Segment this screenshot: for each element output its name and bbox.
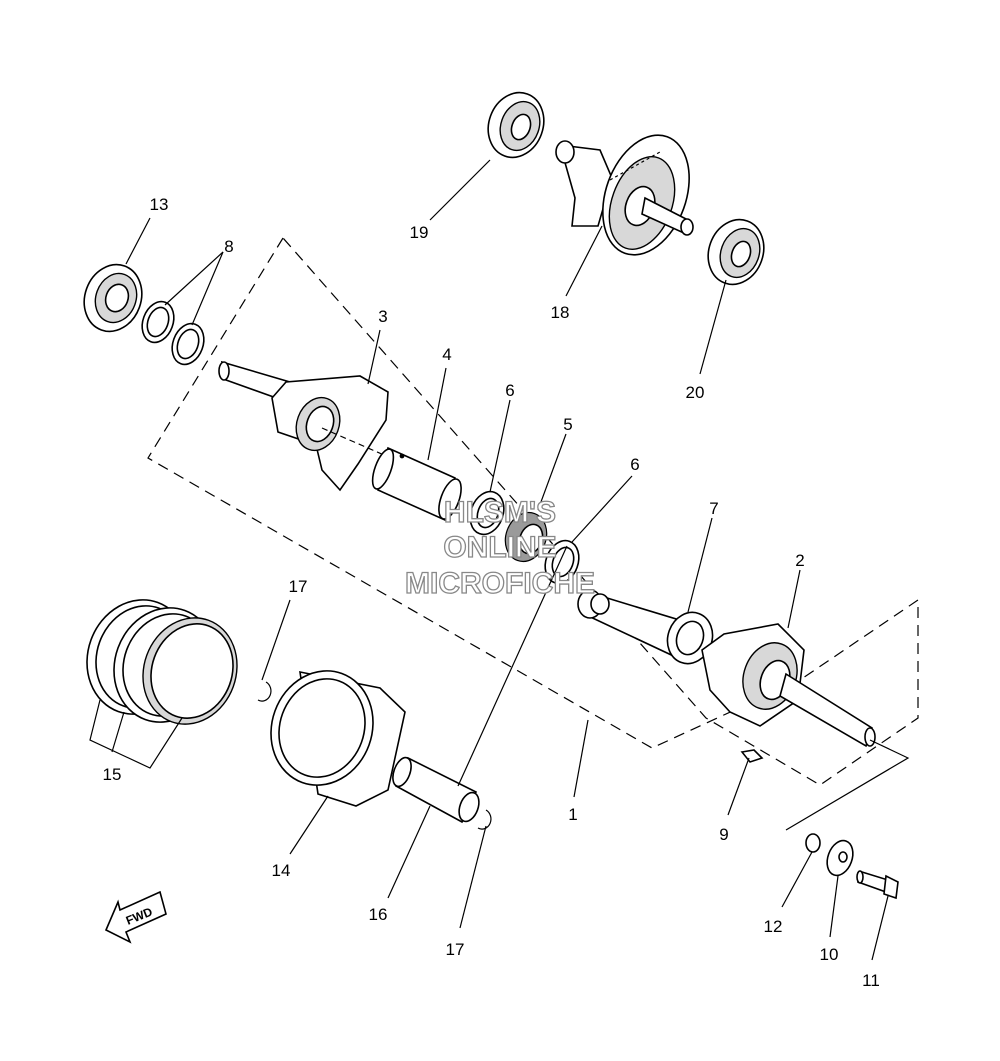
leader-lines — [89, 159, 910, 961]
callout-16[interactable]: 16 — [369, 905, 388, 924]
callout-5[interactable]: 5 — [563, 415, 572, 434]
callout-19[interactable]: 19 — [410, 223, 429, 242]
piston-14 — [270, 670, 406, 807]
fwd-arrow-icon: FWD — [104, 890, 167, 944]
callout-1[interactable]: 1 — [568, 805, 577, 824]
bearing-19 — [487, 91, 545, 159]
bolt-11 — [856, 870, 899, 900]
callout-13[interactable]: 13 — [150, 195, 169, 214]
bearing-20 — [707, 218, 765, 286]
callout-17-upper[interactable]: 17 — [289, 577, 308, 596]
callout-2[interactable]: 2 — [795, 551, 804, 570]
callout-20[interactable]: 20 — [686, 383, 705, 402]
piston-rings-15 — [86, 599, 238, 725]
callout-17-lower[interactable]: 17 — [446, 940, 465, 959]
washer-6-upper — [469, 490, 505, 536]
crankshaft-assembly-boundary — [147, 236, 919, 786]
watermark: HLSM'S ONLINE MICROFICHE — [404, 495, 595, 600]
callout-15[interactable]: 15 — [103, 765, 122, 784]
connecting-rod-7 — [577, 589, 714, 665]
watermark-line2: ONLINE — [443, 531, 556, 564]
crank-half-3 — [218, 360, 401, 492]
callout-8[interactable]: 8 — [224, 237, 233, 256]
callout-4[interactable]: 4 — [442, 345, 451, 364]
circlip-17-lower — [477, 809, 492, 830]
callout-7[interactable]: 7 — [709, 499, 718, 518]
piston-pin-16 — [392, 756, 480, 824]
needle-bearing-5 — [504, 511, 548, 563]
callout-12[interactable]: 12 — [764, 917, 783, 936]
plate-washer-10 — [826, 839, 854, 877]
callout-18[interactable]: 18 — [551, 303, 570, 322]
shims-8 — [141, 300, 205, 366]
callout-11[interactable]: 11 — [862, 971, 880, 990]
crank-half-2 — [701, 623, 876, 748]
callout-9[interactable]: 9 — [719, 825, 728, 844]
callout-numbers: 1 2 3 4 5 6 6 7 8 9 10 11 12 13 14 15 16… — [103, 195, 880, 990]
crank-pin-4 — [371, 446, 462, 522]
callout-10[interactable]: 10 — [820, 945, 839, 964]
watermark-line1: HLSM'S — [444, 496, 556, 529]
oring-12 — [805, 833, 821, 853]
key-9 — [740, 749, 764, 763]
callout-14[interactable]: 14 — [272, 861, 291, 880]
balancer-18 — [555, 134, 694, 256]
callout-6-lower[interactable]: 6 — [630, 455, 639, 474]
bearing-13 — [83, 263, 143, 333]
watermark-line3: MICROFICHE — [405, 567, 595, 600]
callout-3[interactable]: 3 — [378, 307, 387, 326]
callout-6-upper[interactable]: 6 — [505, 381, 514, 400]
circlip-17-upper — [257, 681, 272, 702]
washer-6-lower — [544, 539, 580, 585]
